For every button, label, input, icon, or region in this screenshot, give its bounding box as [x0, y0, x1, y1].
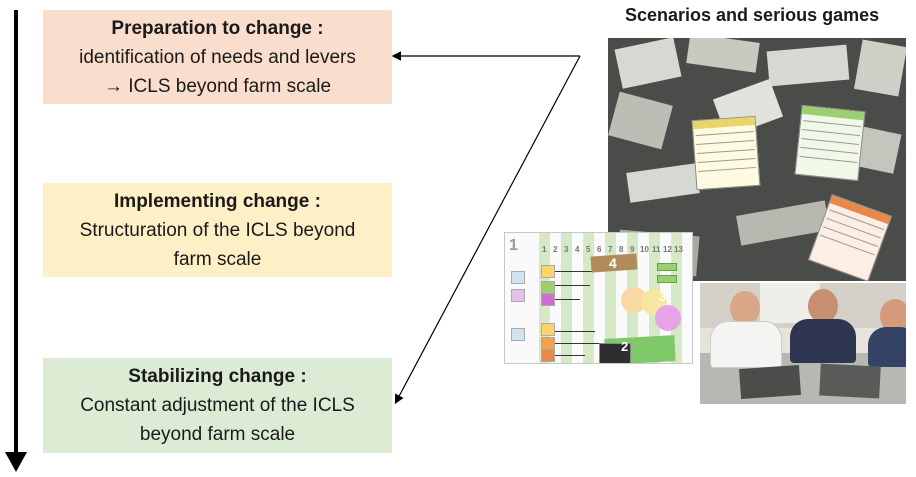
board-col-11: 11: [652, 245, 661, 254]
board-number-1: 1: [509, 237, 518, 254]
board-col-6: 6: [597, 245, 602, 254]
workshop-people-photo: [700, 283, 906, 404]
game-board-image: 1 1 2 3 4 5 6 7 8 9 10 11 12 13 4 3 2: [504, 232, 693, 364]
board-number-3: 3: [659, 289, 667, 304]
board-col-2: 2: [553, 245, 558, 254]
board-number-4: 4: [609, 255, 617, 271]
board-col-5: 5: [586, 245, 591, 254]
board-col-10: 10: [640, 245, 649, 254]
board-number-2: 2: [621, 339, 629, 354]
note-card-green: [794, 104, 866, 182]
stage-stabilizing-title: Stabilizing change :: [128, 366, 307, 387]
board-col-3: 3: [564, 245, 569, 254]
board-col-9: 9: [630, 245, 635, 254]
board-col-7: 7: [608, 245, 613, 254]
stage-implementing-box: Implementing change : Structuration of t…: [43, 183, 392, 277]
board-col-13: 13: [674, 245, 683, 254]
stage-preparation-line-2: → ICLS beyond farm scale: [103, 76, 332, 97]
stage-stabilizing-line-2: beyond farm scale: [139, 424, 296, 445]
board-col-8: 8: [619, 245, 624, 254]
board-col-1: 1: [542, 245, 547, 254]
stage-preparation-box: Preparation to change : identification o…: [43, 10, 392, 104]
stage-preparation-line-1: identification of needs and levers: [79, 47, 356, 68]
note-card-yellow: [691, 115, 761, 191]
stage-implementing-line-1: Structuration of the ICLS beyond: [79, 220, 356, 241]
board-col-4: 4: [575, 245, 580, 254]
arrow-to-stabilizing: [394, 55, 581, 405]
stage-stabilizing-line-1: Constant adjustment of the ICLS: [80, 395, 355, 416]
timeline-arrow-shaft: [14, 10, 18, 455]
stage-implementing-line-2: farm scale: [173, 249, 262, 270]
board-col-12: 12: [663, 245, 672, 254]
stage-preparation-title: Preparation to change :: [111, 18, 324, 39]
timeline-arrow-head: [5, 452, 27, 472]
stage-implementing-title: Implementing change :: [114, 191, 321, 212]
games-title: Scenarios and serious games: [625, 5, 880, 25]
stage-stabilizing-box: Stabilizing change : Constant adjustment…: [43, 358, 392, 453]
